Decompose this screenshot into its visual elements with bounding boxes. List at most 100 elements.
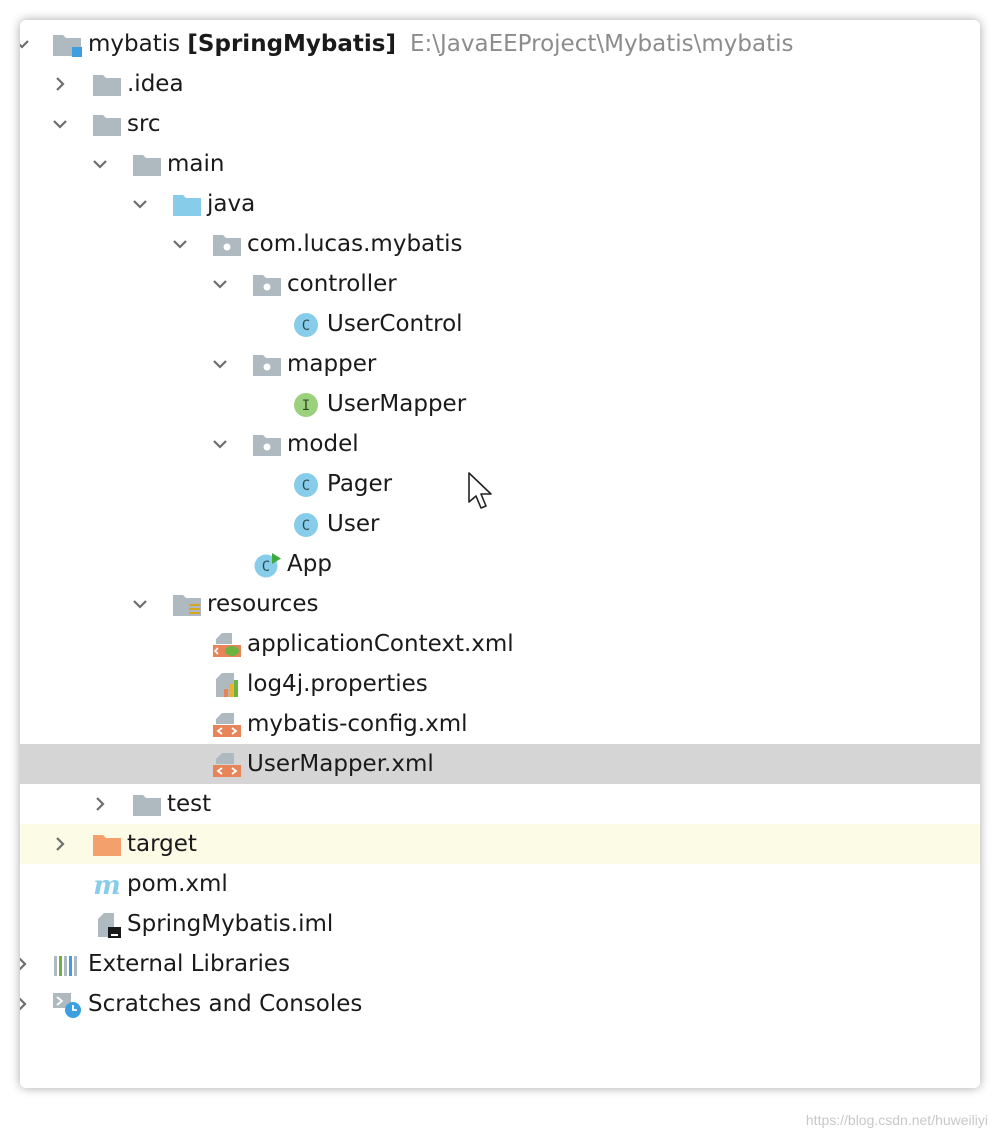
tree-row-external-libraries[interactable]: External Libraries xyxy=(20,944,980,984)
interface-icon: I xyxy=(294,393,318,417)
package-icon xyxy=(253,275,281,296)
project-path: E:\JavaEEProject\Mybatis\mybatis xyxy=(409,31,794,57)
tree-row-test[interactable]: test xyxy=(20,784,980,824)
mouse-cursor-icon xyxy=(468,472,492,509)
tree-label-model: model xyxy=(287,431,359,457)
maven-pom-icon: m xyxy=(93,872,121,898)
tree-label-main: main xyxy=(167,151,225,177)
package-icon xyxy=(253,435,281,456)
class-badge-letter: C xyxy=(302,518,310,534)
properties-file-icon xyxy=(216,673,238,697)
tree-row-log4j[interactable]: log4j.properties xyxy=(20,664,980,704)
chevron-down-icon[interactable] xyxy=(92,156,108,172)
tree-row-main[interactable]: main xyxy=(20,144,980,184)
iml-file-icon xyxy=(98,913,121,938)
tree-label-pom: pom.xml xyxy=(127,871,228,897)
tree-label-idea: .idea xyxy=(127,71,184,97)
chevron-down-icon[interactable] xyxy=(212,276,228,292)
tree-row-user-control[interactable]: C UserControl xyxy=(20,304,980,344)
chevron-down-icon[interactable] xyxy=(212,356,228,372)
chevron-down-icon[interactable] xyxy=(52,116,68,132)
tree-row-java[interactable]: java xyxy=(20,184,980,224)
tree-row-user-mapper[interactable]: I UserMapper xyxy=(20,384,980,424)
tree-label-test: test xyxy=(167,791,212,817)
tree-label-user-mapper: UserMapper xyxy=(327,391,467,417)
tree-label-java: java xyxy=(207,191,256,217)
chevron-down-icon[interactable] xyxy=(132,596,148,612)
source-folder-icon xyxy=(173,195,201,216)
class-badge-letter: C xyxy=(302,478,310,494)
tree-row-src[interactable]: src xyxy=(20,104,980,144)
package-icon xyxy=(253,355,281,376)
tree-label-resources: resources xyxy=(207,591,319,617)
libraries-icon xyxy=(54,956,77,976)
tree-label-package: com.lucas.mybatis xyxy=(247,231,463,257)
resources-folder-icon xyxy=(173,595,201,616)
tree-row-project-root[interactable]: mybatis [SpringMybatis] E:\JavaEEProject\… xyxy=(20,24,980,64)
folder-icon xyxy=(93,75,121,96)
tree-row-package-root[interactable]: com.lucas.mybatis xyxy=(20,224,980,264)
folder-icon xyxy=(93,115,121,136)
tree-row-user[interactable]: C User xyxy=(20,504,980,544)
tree-label-mybatis-config: mybatis-config.xml xyxy=(247,711,468,737)
module-folder-icon xyxy=(53,35,82,57)
tree-label-user-mapper-xml: UserMapper.xml xyxy=(247,751,434,777)
tree-row-iml[interactable]: SpringMybatis.iml xyxy=(20,904,980,944)
chevron-right-icon[interactable] xyxy=(52,76,68,92)
watermark: https://blog.csdn.net/huweiliyi xyxy=(805,1112,988,1128)
chevron-right-icon[interactable] xyxy=(52,836,68,852)
tree-row-controller[interactable]: controller xyxy=(20,264,980,304)
folder-icon xyxy=(133,795,161,816)
tree-row-mapper[interactable]: mapper xyxy=(20,344,980,384)
module-name: [SpringMybatis] xyxy=(187,31,396,57)
tree-label-user: User xyxy=(327,511,380,537)
class-badge-letter: C xyxy=(302,318,310,334)
tree-label-iml: SpringMybatis.iml xyxy=(127,911,334,937)
tree-label-log4j: log4j.properties xyxy=(247,671,428,697)
tree-label-application-context: applicationContext.xml xyxy=(247,631,514,657)
tree-row-pom[interactable]: m pom.xml xyxy=(20,864,980,904)
package-icon xyxy=(213,235,241,256)
tree-row-mybatis-config[interactable]: mybatis-config.xml xyxy=(20,704,980,744)
xml-file-icon xyxy=(213,753,241,777)
tree-row-app[interactable]: C App xyxy=(20,544,980,584)
tree-label-mapper: mapper xyxy=(287,351,377,377)
tree-row-pager[interactable]: C Pager xyxy=(20,464,980,504)
class-icon: C xyxy=(294,313,318,337)
tree-row-model[interactable]: model xyxy=(20,424,980,464)
chevron-down-icon[interactable] xyxy=(172,236,188,252)
tree-row-resources[interactable]: resources xyxy=(20,584,980,624)
chevron-right-icon[interactable] xyxy=(20,996,30,1012)
runnable-class-icon: C xyxy=(254,553,281,578)
chevron-down-icon[interactable] xyxy=(212,436,228,452)
tree-row-application-context[interactable]: applicationContext.xml xyxy=(20,624,980,664)
class-badge-letter: C xyxy=(262,559,270,575)
spring-xml-file-icon xyxy=(213,633,241,657)
tree-row-target[interactable]: target xyxy=(20,824,980,864)
project-tree-panel: mybatis [SpringMybatis] E:\JavaEEProject\… xyxy=(20,20,980,1088)
class-icon: C xyxy=(294,513,318,537)
chevron-down-icon[interactable] xyxy=(132,196,148,212)
folder-icon xyxy=(133,155,161,176)
scratches-icon xyxy=(53,993,81,1018)
maven-badge-letter: m xyxy=(93,872,121,898)
tree-label-app: App xyxy=(287,551,332,577)
chevron-down-icon[interactable] xyxy=(20,36,30,52)
chevron-right-icon[interactable] xyxy=(92,796,108,812)
interface-badge-letter: I xyxy=(302,398,310,414)
tree-label-external-libraries: External Libraries xyxy=(88,951,291,977)
excluded-folder-icon xyxy=(93,835,121,856)
chevron-right-icon[interactable] xyxy=(20,956,30,972)
tree-label-pager: Pager xyxy=(327,471,393,497)
tree-label-scratches: Scratches and Consoles xyxy=(88,991,363,1017)
xml-file-icon xyxy=(213,713,241,737)
tree-label-src: src xyxy=(127,111,161,137)
class-icon: C xyxy=(294,473,318,497)
tree-row-user-mapper-xml[interactable]: UserMapper.xml xyxy=(20,744,980,784)
tree-row-idea[interactable]: .idea xyxy=(20,64,980,104)
tree-label-target: target xyxy=(127,831,197,857)
project-name: mybatis xyxy=(88,31,181,57)
tree-row-scratches[interactable]: Scratches and Consoles xyxy=(20,984,980,1024)
tree-label-controller: controller xyxy=(287,271,397,297)
tree-label-user-control: UserControl xyxy=(327,311,463,337)
